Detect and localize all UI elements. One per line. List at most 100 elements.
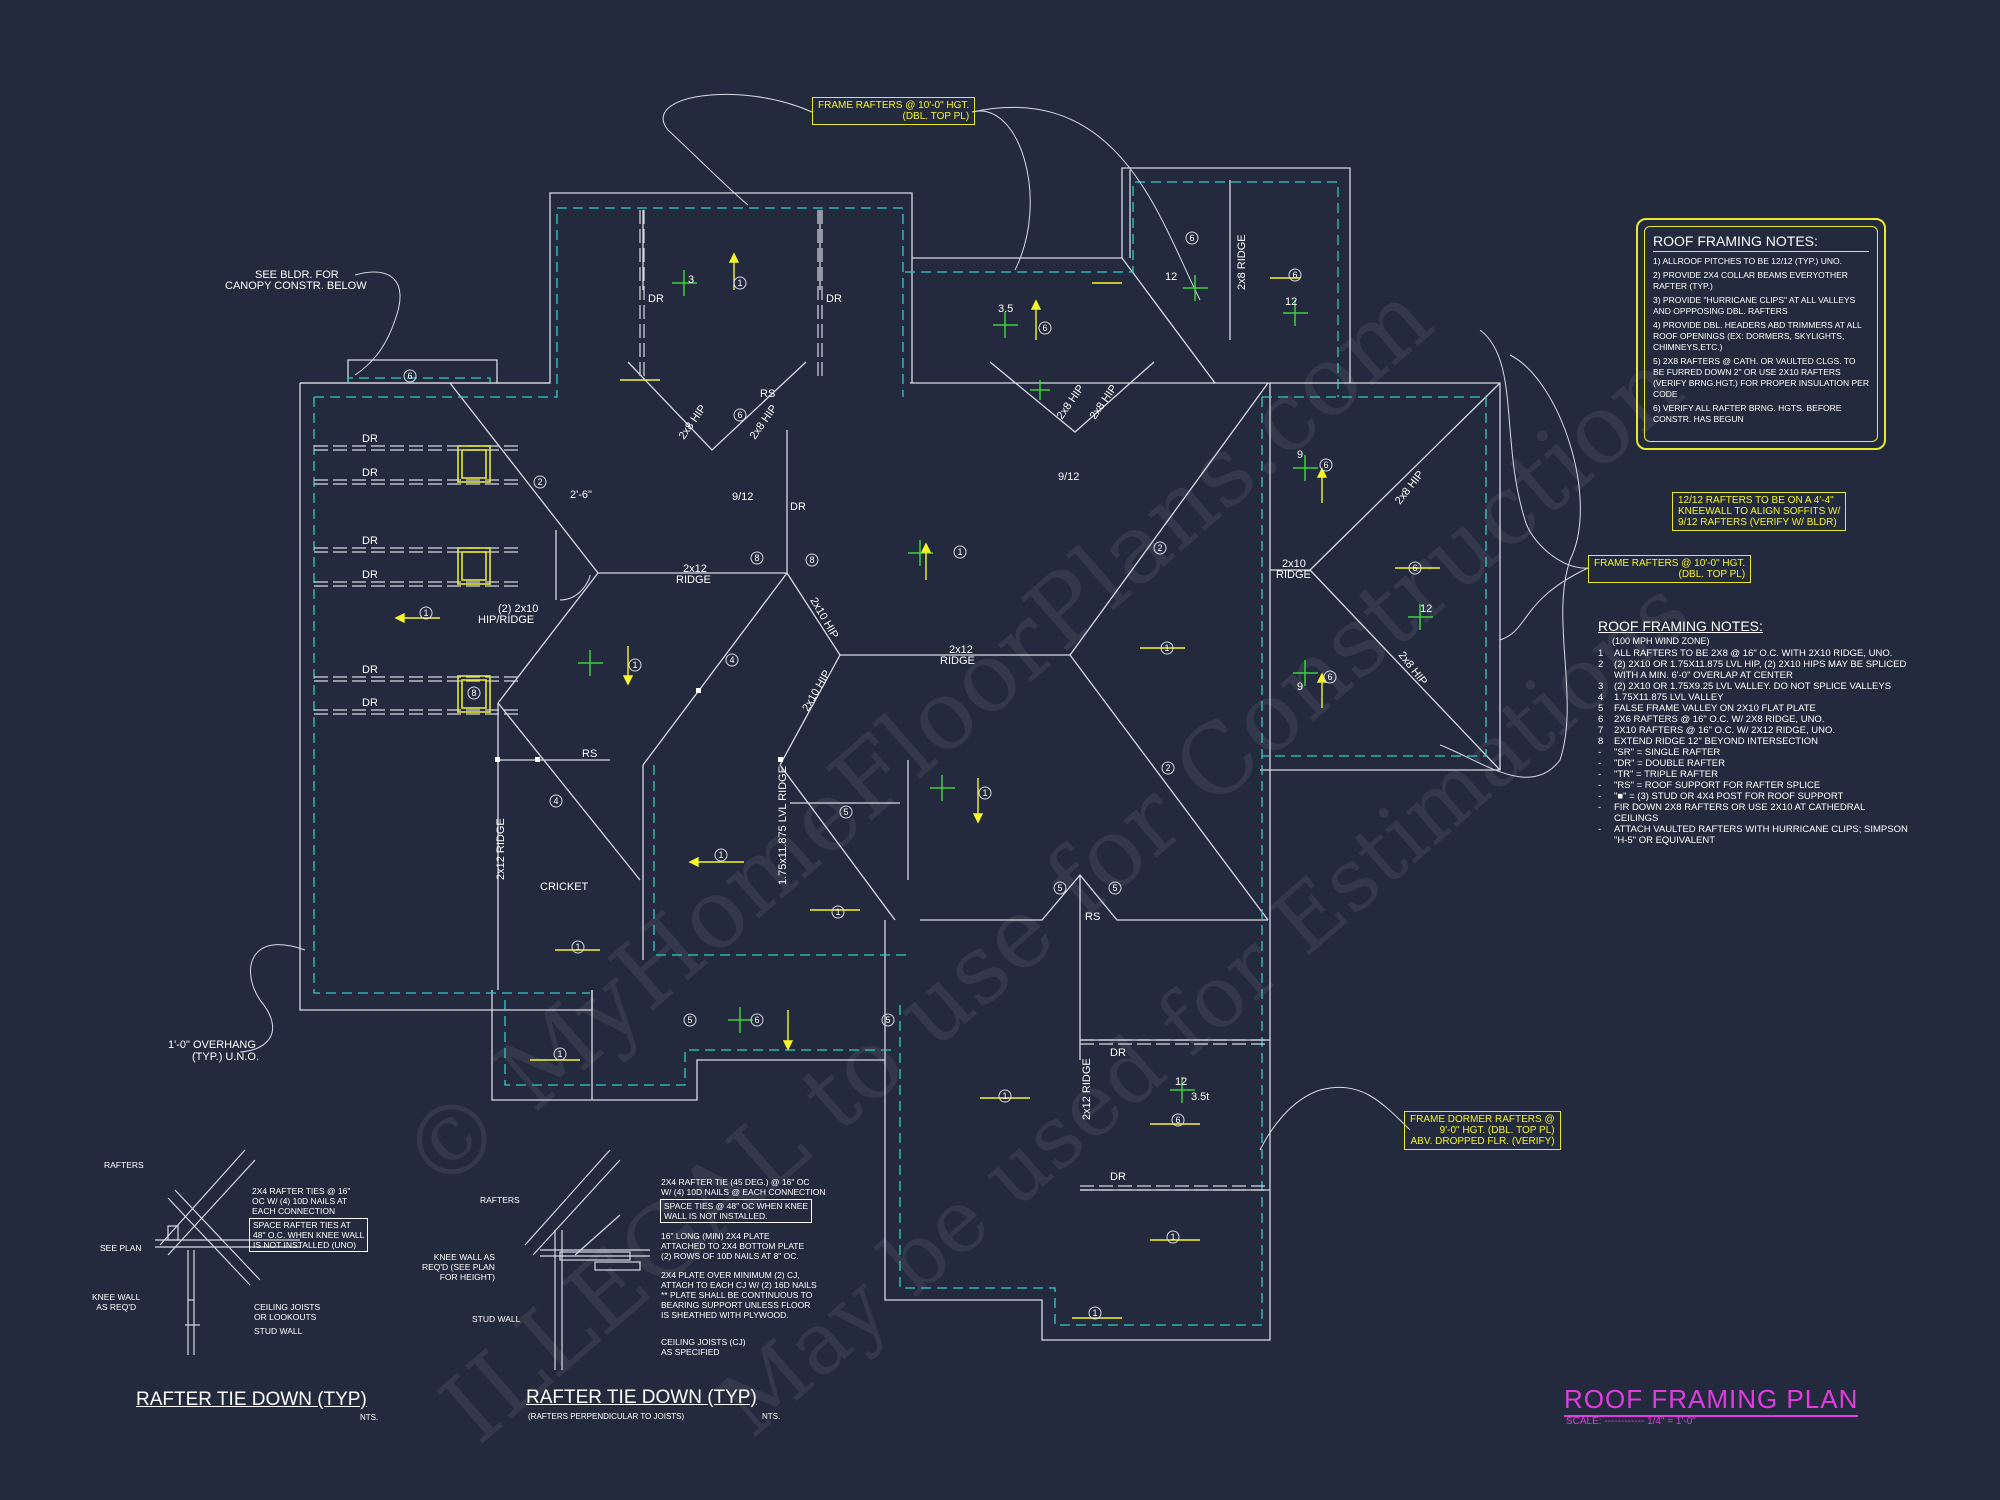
wind-note-text: 1.75x11.875 LVL VALLEY (1614, 692, 1724, 703)
svg-text:6: 6 (1175, 1115, 1180, 1125)
detail2-plate-label: 16" LONG (MIN) 2x4 PLATE ATTACHED TO 2x4… (661, 1231, 804, 1261)
note-item: 4) PROVIDE DBL. HEADERS ABD TRIMMERS AT … (1653, 320, 1862, 352)
rafter-tie-detail-2 (524, 1149, 650, 1370)
label-line: SPACE RAFTER TIES AT (253, 1220, 351, 1230)
svg-text:2: 2 (1157, 543, 1162, 553)
wind-note-number: 1 (1598, 648, 1604, 659)
ridge-2x12-vertical: 2x12 RIDGE (1081, 1058, 1093, 1120)
svg-text:6: 6 (1327, 672, 1332, 682)
pitch-12: 12 (1165, 271, 1177, 283)
pitch-9-12: 9/12 (732, 491, 753, 503)
ridge-2x12-vertical: 2x12 RIDGE (495, 818, 507, 880)
callout-line: 9'-0" HGT. (DBL. TOP PL) (1439, 1125, 1555, 1136)
right-rafter-callout: FRAME RAFTERS @ 10'-0" HGT. (DBL. TOP PL… (1588, 555, 1752, 583)
detail2-over-label: 2x4 PLATE OVER MINIMUM (2) CJ, ATTACH TO… (661, 1270, 817, 1320)
svg-text:1: 1 (835, 907, 840, 917)
leader-lines (239, 93, 1589, 1151)
wind-note-number: 4 (1598, 692, 1604, 703)
detail2-title: RAFTER TIE DOWN (TYP) (526, 1387, 757, 1408)
label-line: FOR HEIGHT) (439, 1272, 495, 1282)
detail1-see-plan-label: SEE PLAN (100, 1243, 142, 1253)
label-line: REQ'D (SEE PLAN (422, 1262, 495, 1272)
rs-label: RS (582, 748, 597, 760)
wind-note-text: FALSE FRAME VALLEY ON 2x10 FLAT PLATE (1614, 703, 1816, 714)
wind-note-item: 3(2) 2x10 OR 1.75x9.25 LVL VALLEY. DO NO… (1598, 681, 1908, 692)
detail2-knee-label: KNEE WALL AS REQ'D (SEE PLAN FOR HEIGHT) (422, 1252, 495, 1282)
svg-text:4: 4 (553, 796, 558, 806)
wind-note-text: EXTEND RIDGE 12" BEYOND INTERSECTION (1614, 736, 1818, 747)
wind-note-text: "■" = (3) STUD OR 4x4 POST FOR ROOF SUPP… (1614, 791, 1844, 802)
label-line: ** PLATE SHALL BE CONTINUOUS TO (661, 1290, 813, 1300)
roof-framing-notes-box: ROOF FRAMING NOTES: 1) ALLROOF PITCHES T… (1636, 218, 1886, 450)
note-item: 5) 2x8 RAFTERS @ CATH. OR VAULTED CLGS. … (1653, 356, 1869, 399)
ridge-2x8-label: 2x8 RIDGE (1236, 234, 1248, 290)
wind-note-text: 2x10 RAFTERS @ 16" O.C. W/ 2x12 RIDGE, U… (1614, 725, 1836, 736)
cricket-label: CRICKET (540, 881, 589, 893)
svg-text:6: 6 (737, 410, 742, 420)
ridge-2x10-label: RIDGE (1276, 569, 1311, 581)
wind-note-number: - (1598, 758, 1602, 769)
hip-2x10-label: 2x10 HIP (800, 668, 833, 713)
pitch-3: 3 (688, 274, 694, 286)
ridge-2x10-size: 2x10 (1282, 558, 1306, 570)
dr-label: DR (790, 501, 806, 513)
wind-note-item: 8 EXTEND RIDGE 12" BEYOND INTERSECTION (1598, 736, 1908, 747)
pitch-9: 9 (1297, 681, 1303, 693)
wind-note-number: - (1598, 780, 1602, 791)
svg-text:2: 2 (537, 477, 542, 487)
wind-note-item: - "TR" = TRIPLE RAFTER (1598, 769, 1908, 780)
dr-label: DR (362, 569, 378, 581)
callout-line: 9/12 RAFTERS (VERIFY W/ BLDR) (1678, 517, 1837, 528)
svg-text:8: 8 (754, 553, 759, 563)
notes2-title: ROOF FRAMING NOTES: (1598, 618, 1763, 634)
label-line: 48" O.C. WHEN KNEE WALL (253, 1230, 365, 1240)
hip-2x8-label: 2x8 HIP (748, 403, 780, 442)
wind-note-number: 6 (1598, 714, 1604, 725)
wind-note-item: -"DR" = DOUBLE RAFTER (1598, 758, 1908, 769)
wind-note-text: (2) 2x10 OR 1.75x9.25 LVL VALLEY. DO NOT… (1614, 681, 1892, 692)
lvl-ridge-label: 1.75x11.875 LVL RIDGE (777, 766, 789, 885)
detail1-space-label: SPACE RAFTER TIES AT 48" O.C. WHEN KNEE … (249, 1218, 369, 1252)
dr-label: DR (826, 293, 842, 305)
wind-note-text: 2x6 RAFTERS @ 16" O.C. W/ 2x8 RIDGE, UNO… (1614, 714, 1825, 725)
dr-label: DR (362, 467, 378, 479)
note-item: 2) PROVIDE 2x4 COLLAR BEAMS EVERYOTHER R… (1653, 270, 1848, 291)
detail2-rafters-label: RAFTERS (480, 1195, 520, 1205)
dr-label: DR (1110, 1047, 1126, 1059)
wind-note-number: - (1598, 769, 1602, 780)
label-line: AS REQ'D (96, 1302, 137, 1312)
hip-ridge-label: HIP/RIDGE (478, 614, 534, 626)
pitch-symbols (578, 270, 1433, 1103)
label-line: (2) ROWS OF 10d NAILS AT 8" OC. (661, 1251, 799, 1261)
label-line: CEILING JOISTS (254, 1302, 321, 1312)
svg-text:6: 6 (1323, 460, 1328, 470)
svg-text:1: 1 (632, 660, 637, 670)
detail2-joists-label: CEILING JOISTS (CJ) AS SPECIFIED (661, 1337, 746, 1357)
label-line: BEARING SUPPORT UNLESS FLOOR (661, 1300, 811, 1310)
support-posts (495, 688, 783, 762)
detail2-space-label: SPACE TIES @ 48" OC WHEN KNEE WALL IS NO… (660, 1199, 813, 1223)
callout-line: 12/12 RAFTERS TO BE ON A 4'-4" (1678, 495, 1834, 506)
canopy-note-1: SEE BLDR. FOR (255, 269, 339, 281)
label-line: 2x4 RAFTER TIE (45 DEG.) @ 16" OC (661, 1177, 810, 1187)
wall-line-dashed (313, 181, 1487, 1326)
pitch-9-12: 9/12 (1058, 471, 1079, 483)
wind-note-number: 8 (1598, 736, 1604, 747)
tag-numbers: 1 6 6 6 2 1 1 4 8 1 2 2 1 6 1 1 4 5 1 1 … (407, 233, 1417, 1318)
note-item: 1) ALLROOF PITCHES TO BE 12/12 (TYP.) UN… (1653, 256, 1842, 266)
svg-text:6: 6 (1292, 270, 1297, 280)
rafter-tie-detail-1 (155, 1149, 300, 1355)
label-line: KNEE WALL AS (433, 1252, 495, 1262)
overhang-note-2: (TYP.) U.N.O. (192, 1051, 259, 1063)
hip-2x8-label: 2x8 HIP (1396, 649, 1430, 687)
wind-note-item: 2(2) 2x10 OR 1.75x11.875 LVL HIP, (2) 2x… (1598, 659, 1908, 681)
svg-text:4: 4 (729, 655, 734, 665)
wind-note-text: ATTACH VAULTED RAFTERS WITH HURRICANE CL… (1614, 824, 1908, 846)
wind-note-text: "TR" = TRIPLE RAFTER (1614, 769, 1718, 780)
label-line: SPACE TIES @ 48" OC WHEN KNEE (664, 1201, 809, 1211)
label-line: EACH CONNECTION (252, 1206, 336, 1216)
dr-label: DR (362, 433, 378, 445)
dormer-callout: FRAME DORMER RAFTERS @ 9'-0" HGT. (DBL. … (1404, 1111, 1561, 1150)
